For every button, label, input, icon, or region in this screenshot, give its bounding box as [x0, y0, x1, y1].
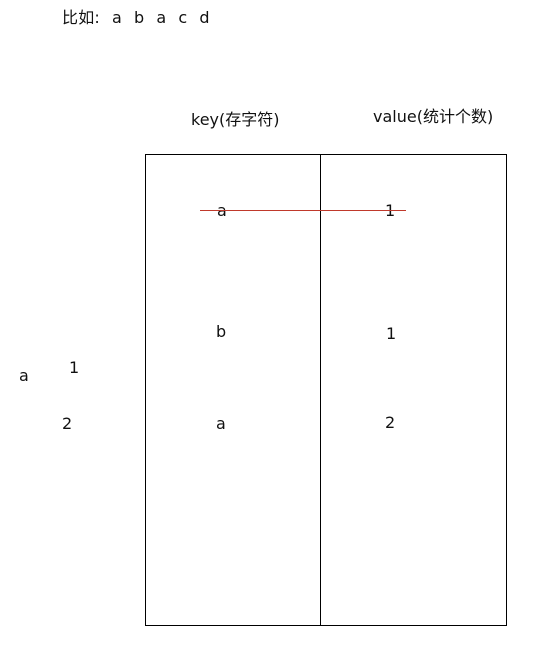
example-item: b: [134, 8, 145, 27]
row-2-key: b: [216, 322, 227, 341]
row-1-key: a: [217, 203, 227, 219]
key-column-header: key(存字符): [191, 110, 280, 129]
row-3-value: 2: [385, 413, 396, 432]
example-item: a: [112, 8, 123, 27]
example-item: a: [156, 8, 167, 27]
side-second-count: 2: [62, 414, 73, 433]
side-char: a: [19, 366, 29, 385]
example-item: d: [199, 8, 210, 27]
row-3-key: a: [216, 414, 226, 433]
map-table: [145, 154, 507, 626]
row-2-value: 1: [386, 324, 397, 343]
row-1-strikethrough: [200, 210, 406, 211]
example-item: c: [178, 8, 188, 27]
value-column-header: value(统计个数): [373, 107, 494, 126]
side-first-count: 1: [69, 358, 80, 377]
example-label: 比如:: [62, 8, 100, 27]
row-1-value: 1: [385, 203, 395, 219]
table-column-divider: [320, 154, 321, 626]
